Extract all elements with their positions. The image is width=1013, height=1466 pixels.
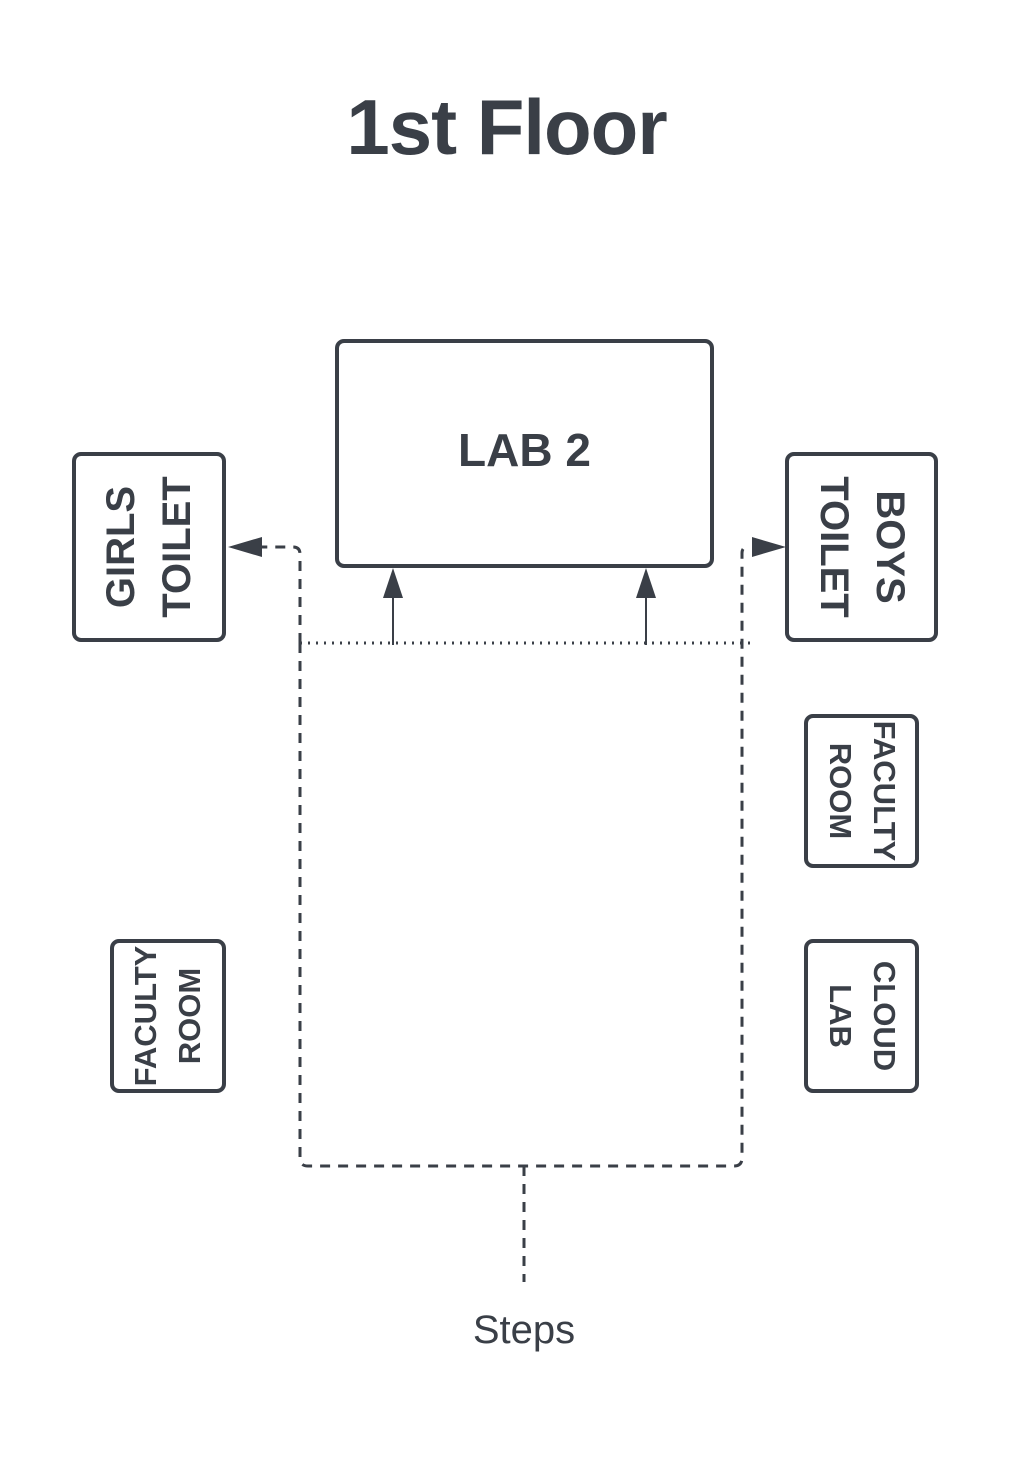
lab2-entry-right-arrow bbox=[636, 568, 656, 598]
room-lab-2: LAB 2 bbox=[335, 339, 714, 568]
room-faculty-left: FACULTY ROOM bbox=[110, 939, 226, 1093]
girls-toilet-label-line1: GIRLS bbox=[99, 485, 143, 609]
corridor-to-girls-toilet bbox=[238, 545, 302, 643]
room-faculty-right: FACULTY ROOM bbox=[804, 714, 919, 868]
faculty-left-label-line2: ROOM bbox=[172, 967, 207, 1065]
boys-toilet-label-line1: BOYS bbox=[867, 490, 912, 604]
steps-label: Steps bbox=[472, 1308, 576, 1352]
cloud-lab-label-line2: LAB bbox=[822, 984, 858, 1048]
arrow-to-girls-toilet bbox=[228, 537, 262, 557]
page-title: 1st Floor bbox=[346, 83, 667, 171]
lab2-entry-left-arrow bbox=[383, 568, 403, 598]
room-girls-toilet: GIRLS TOILET bbox=[72, 452, 226, 642]
faculty-left-label-line1: FACULTY bbox=[128, 945, 163, 1087]
room-cloud-lab: CLOUD LAB bbox=[804, 939, 919, 1093]
faculty-right-label-line2: ROOM bbox=[822, 742, 858, 840]
faculty-right-label-line1: FACULTY bbox=[866, 720, 902, 862]
room-boys-toilet: BOYS TOILET bbox=[785, 452, 938, 642]
girls-toilet-label-line2: TOILET bbox=[155, 476, 199, 618]
arrow-to-boys-toilet bbox=[752, 537, 786, 557]
room-lab-2-label: LAB 2 bbox=[458, 424, 591, 476]
cloud-lab-label-line1: CLOUD bbox=[866, 960, 902, 1072]
boys-toilet-label-line2: TOILET bbox=[811, 476, 856, 618]
corridor-path bbox=[298, 545, 749, 1168]
